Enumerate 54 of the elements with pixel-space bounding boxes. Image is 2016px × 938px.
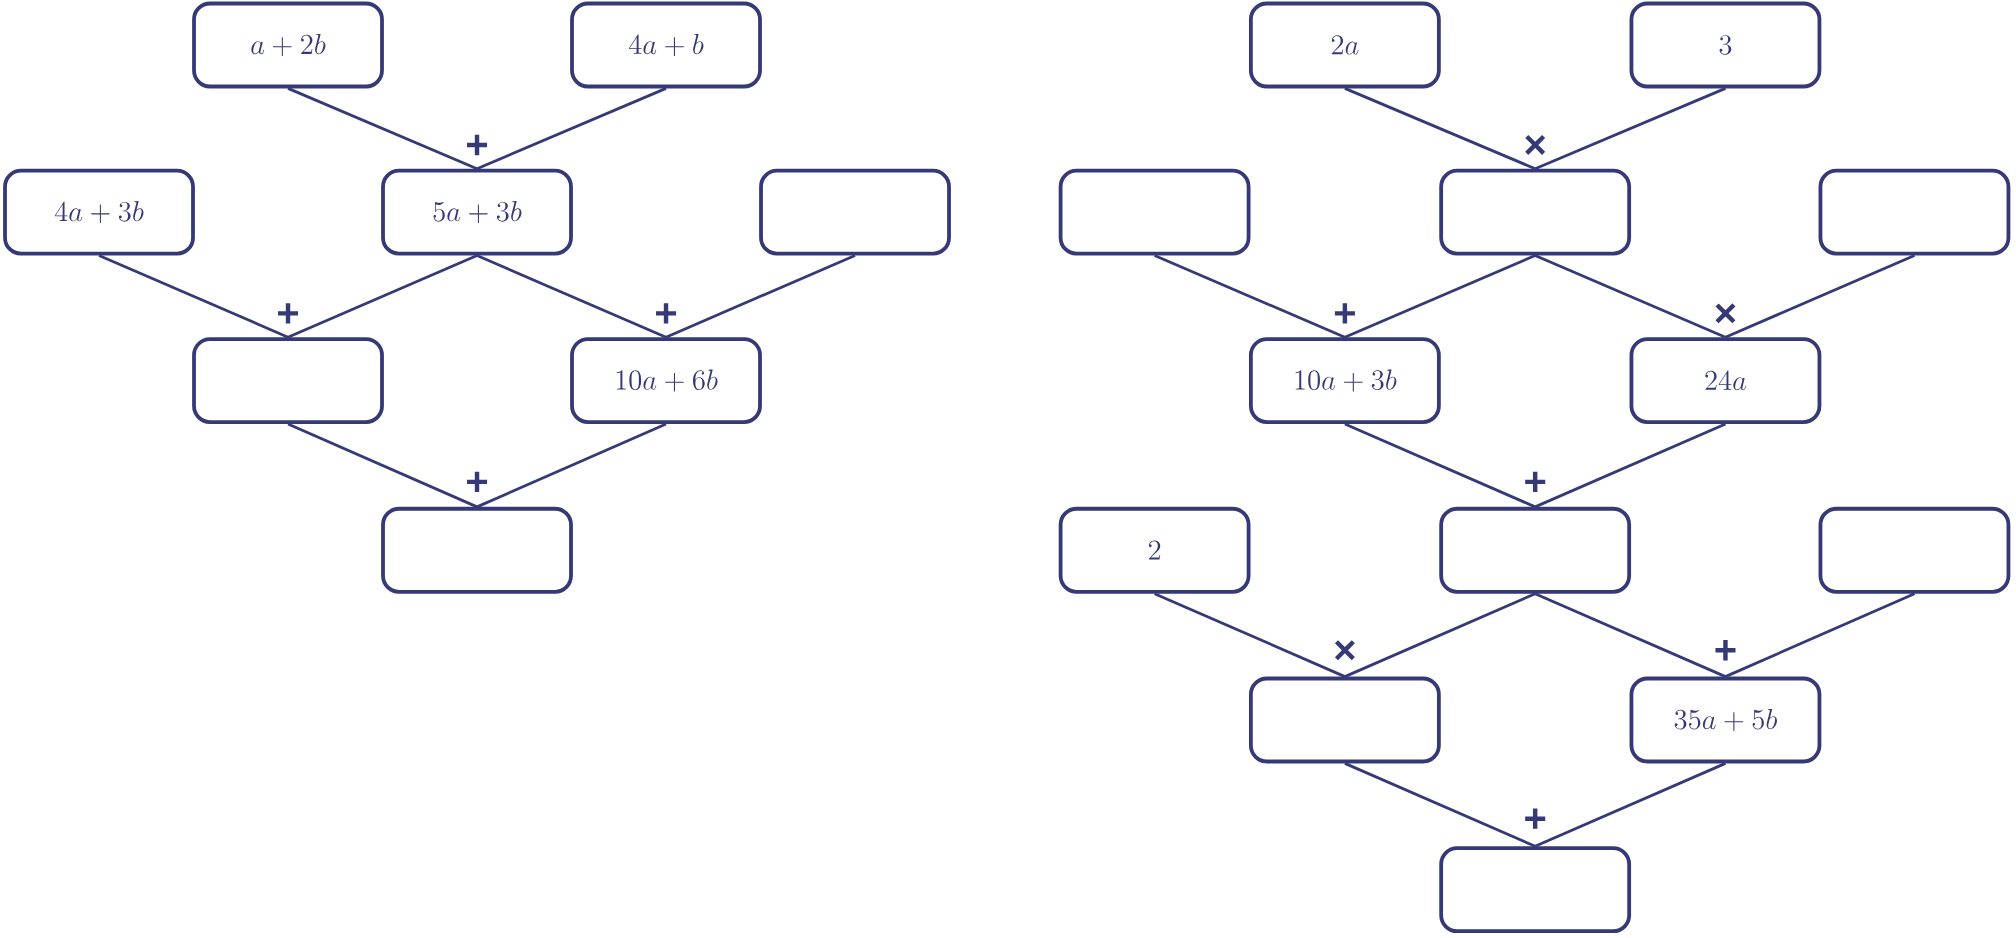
expression-box: $10a + 6b$ (570, 337, 762, 424)
operator-sign: × (1334, 640, 1355, 661)
expression-box: $35a + 5b$ (1629, 676, 1822, 764)
operator-sign: × (1525, 134, 1546, 155)
connector-line (1344, 422, 1536, 509)
connector-line (287, 422, 478, 509)
operator-sign: + (278, 303, 299, 324)
operator-sign: + (1525, 808, 1546, 829)
connector-line (1344, 762, 1536, 848)
expression-box: $2$ (1058, 506, 1251, 594)
connector-line (1344, 592, 1536, 678)
connector-line (287, 254, 478, 339)
operator-sign: + (1525, 471, 1546, 492)
operator-sign: + (656, 303, 677, 324)
empty-box (1439, 168, 1632, 256)
connector-line (287, 87, 478, 170)
operator-sign: + (467, 134, 488, 156)
connector-line (1154, 254, 1346, 339)
expression-box: $4a + b$ (570, 1, 762, 89)
connector-line (476, 87, 667, 170)
operator-sign: + (467, 471, 488, 492)
expression-box: $10a + 3b$ (1249, 337, 1441, 424)
expression-box: $2a$ (1249, 1, 1441, 89)
connector-line (1344, 87, 1536, 171)
connector-line (665, 254, 856, 339)
connector-line (1534, 254, 1726, 339)
empty-box (1058, 168, 1251, 256)
connector-line (1534, 87, 1726, 171)
expression-box: $4a + 3b$ (3, 168, 195, 256)
connector-line (1344, 254, 1536, 339)
operator-sign: × (1715, 303, 1736, 324)
connector-line (1724, 254, 1915, 339)
empty-box (1818, 168, 2011, 256)
connector-line (1154, 592, 1346, 678)
operator-sign: + (1715, 640, 1736, 661)
connector-line (1534, 422, 1726, 509)
expression-box: $24a$ (1629, 337, 1822, 424)
connector-line (1534, 592, 1726, 678)
expression-box: $a + 2b$ (192, 1, 384, 89)
expression-box: $3$ (1629, 1, 1822, 89)
operator-sign: + (1334, 303, 1355, 324)
empty-box (192, 337, 384, 424)
connector-line (476, 422, 667, 509)
connector-line (98, 254, 289, 339)
connector-line (1724, 592, 1915, 678)
empty-box (1439, 506, 1632, 594)
empty-box (759, 168, 951, 256)
empty-box (1818, 506, 2011, 594)
connector-line (476, 254, 667, 339)
empty-box (381, 506, 573, 594)
empty-box (1439, 846, 1632, 934)
empty-box (1249, 676, 1441, 764)
connector-line (1534, 762, 1726, 848)
expression-box: $5a + 3b$ (381, 168, 573, 256)
